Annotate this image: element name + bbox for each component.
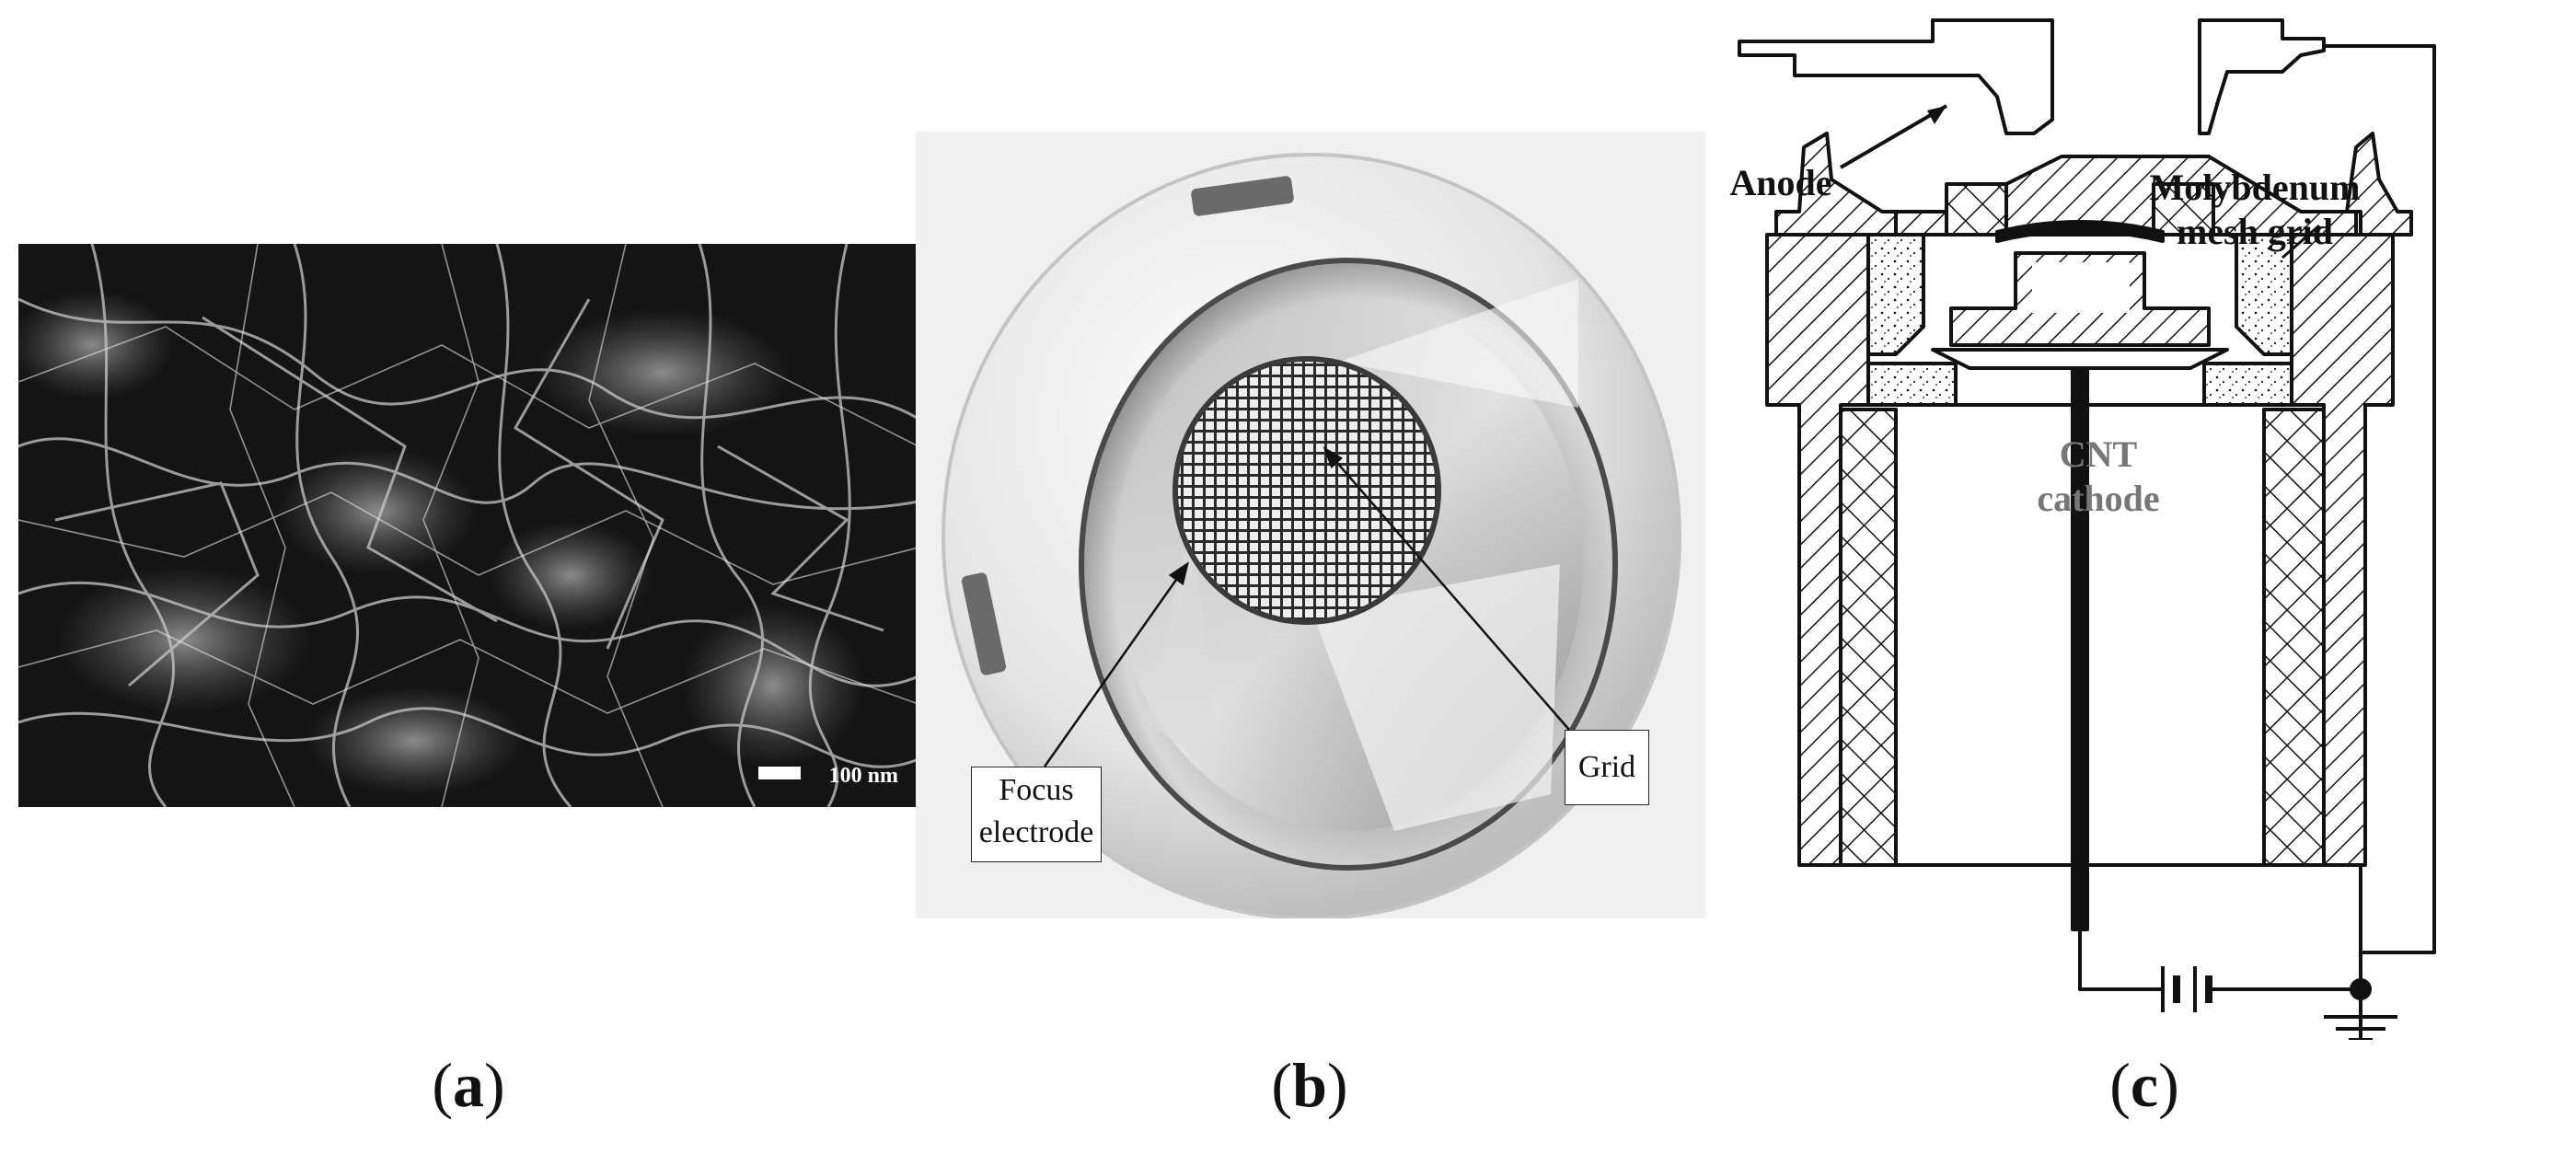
insulator-left [1839,408,1898,867]
scale-bar [758,767,801,779]
insulator-right [2262,408,2326,867]
anode-label: Anode [1729,162,1832,203]
molybdenum-mesh-label: Molybdenum mesh grid [2117,166,2393,254]
cathode-schematic [1738,18,2436,1040]
caption-c: (c) [2052,1049,2236,1122]
caption-c-letter: c [2130,1050,2159,1120]
electrode-photo-panel: Focus electrode Grid [916,132,1705,918]
cathode-label-line2: cathode [2037,478,2160,519]
caption-b-open: ( [1271,1050,1293,1120]
sem-image [18,244,918,807]
grid-label: Grid [1565,730,1649,805]
cnt-cathode-label: CNT cathode [2016,433,2181,521]
nanotube-fibers [18,244,918,807]
caption-a-open: ( [432,1050,453,1120]
caption-b-letter: b [1292,1050,1327,1120]
anode-left [1738,18,2054,135]
caption-a-letter: a [453,1050,484,1120]
caption-b-close: ) [1326,1050,1348,1120]
mesh-grid [1178,362,1436,619]
caption-a: (a) [376,1049,560,1122]
molybdenum-mesh-grid [1995,220,2165,243]
sem-image-panel: 100 nm [18,244,918,807]
focus-label-line2: electrode [978,815,1094,849]
anode-right [2198,18,2326,135]
caption-c-open: ( [2109,1050,2131,1120]
cathode-schematic-panel: Anode Molybdenum mesh grid CNT cathode [1712,0,2576,1040]
mesh-label-line1: Molybdenum [2149,167,2361,208]
scale-label: 100 nm [828,764,898,788]
caption-a-close: ) [484,1050,505,1120]
cathode-label-line1: CNT [2059,433,2138,475]
caption-c-close: ) [2158,1050,2179,1120]
grid-label-text: Grid [1577,750,1636,784]
focus-label-line1: Focus [999,773,1074,807]
caption-b: (b) [1218,1049,1402,1122]
mesh-label-line2: mesh grid [2177,211,2333,252]
focus-electrode-label: Focus electrode [971,767,1102,862]
